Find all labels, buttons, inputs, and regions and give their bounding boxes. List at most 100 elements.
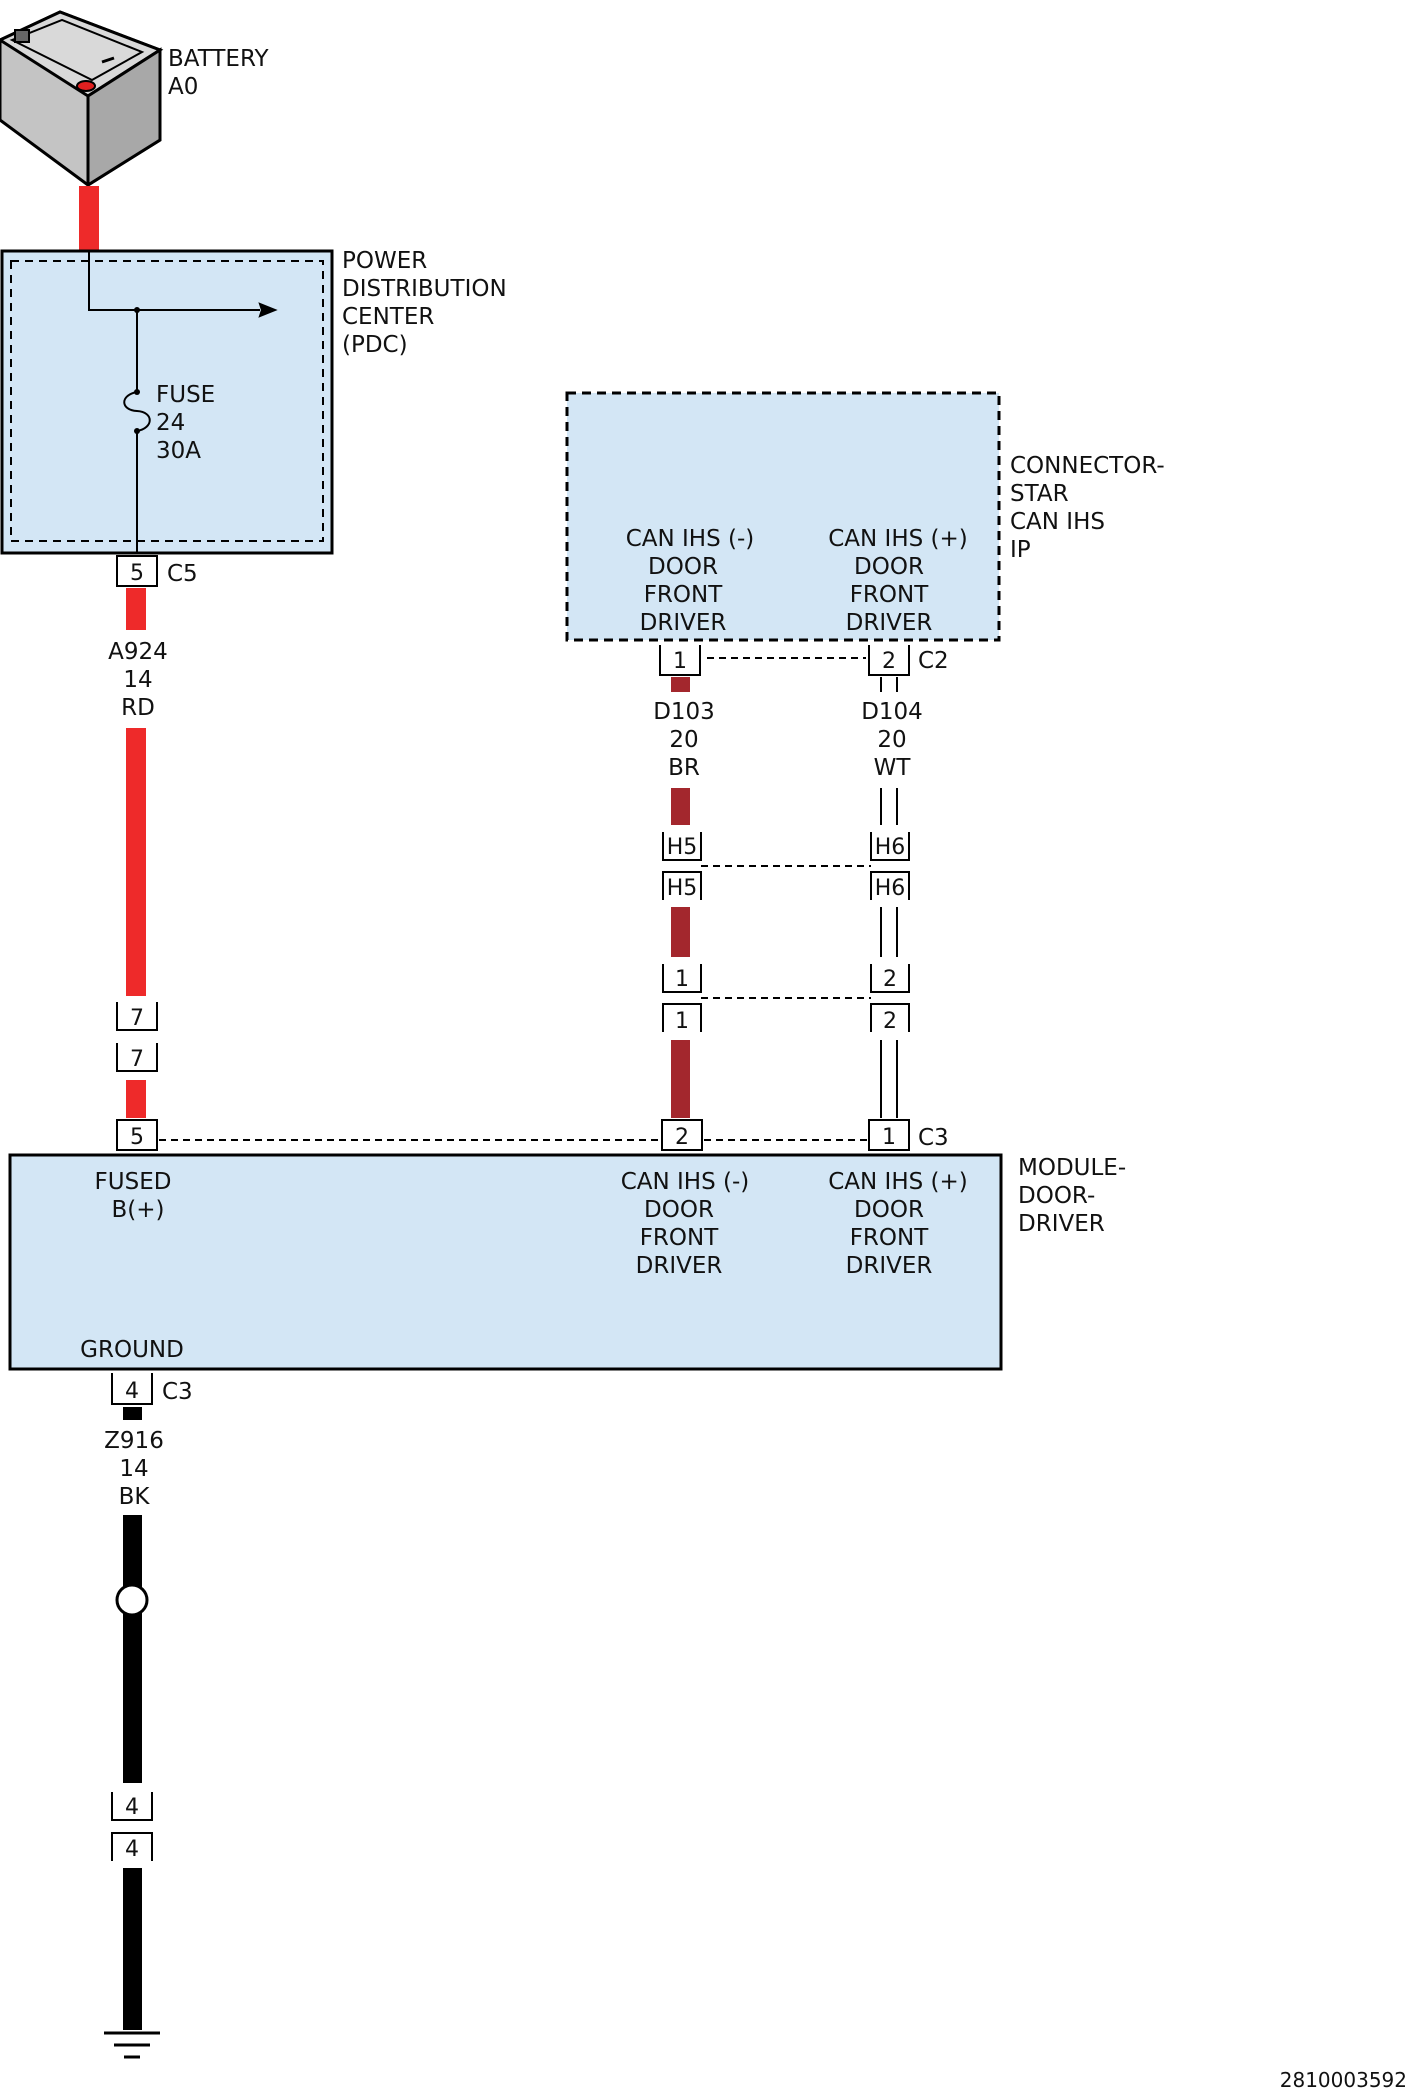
module-fused-1: FUSED [95, 1169, 172, 1195]
wire-d103-color: BR [668, 755, 700, 781]
module-pin-neg-box [661, 1119, 703, 1151]
pdc-title-2: DISTRIBUTION [342, 276, 507, 302]
wire-d104-gauge: 20 [877, 727, 906, 753]
wire-z916-gauge: 14 [119, 1456, 148, 1482]
star-neg-1: CAN IHS (-) [626, 526, 755, 552]
module-neg-4: DRIVER [636, 1253, 723, 1279]
star-pos-2: DOOR [854, 554, 924, 580]
module-pin-ground: 4 [125, 1379, 139, 1404]
inline-1-male [662, 1003, 702, 1032]
wire-a924-bottom [126, 1080, 146, 1118]
fuse-rating: 30A [156, 438, 201, 464]
module-pin-neg: 2 [675, 1125, 689, 1150]
battery-icon [0, 10, 164, 188]
inline-2-male [870, 1003, 910, 1032]
battery-id: A0 [168, 74, 198, 100]
pdc-box [0, 249, 334, 555]
fuse-icon [123, 307, 151, 434]
module-pin-pos: 1 [882, 1125, 896, 1150]
star-pin-2: 2 [882, 649, 896, 674]
inline-1-bottom: 1 [675, 1009, 689, 1034]
star-title-3: CAN IHS [1010, 509, 1105, 535]
wire-z916-bottom [123, 1868, 142, 2030]
star-pin-1: 1 [673, 649, 687, 674]
module-title-3: DRIVER [1018, 1211, 1105, 1237]
pdc-title-1: POWER [342, 248, 427, 274]
inline-7-female [116, 1002, 158, 1031]
ground-icon [104, 2031, 160, 2059]
inline-h5-male [662, 871, 702, 900]
inline-2-female [870, 964, 910, 993]
wire-d104-seg3 [880, 1040, 898, 1118]
inline-7-male [116, 1043, 158, 1072]
module-pos-3: FRONT [850, 1225, 930, 1251]
wire-a924-circuit: A924 [108, 639, 168, 665]
battery-feed-wire [79, 186, 99, 252]
module-title-2: DOOR- [1018, 1183, 1095, 1209]
module-ground: GROUND [80, 1337, 184, 1363]
pdc-title-4: (PDC) [342, 332, 408, 358]
wire-d104-seg1 [880, 788, 898, 825]
pdc-connector: C5 [167, 561, 198, 587]
inline-1-female [662, 964, 702, 993]
star-title-1: CONNECTOR- [1010, 453, 1165, 479]
wire-z916-main [123, 1515, 142, 1783]
wire-a924-main [126, 728, 146, 996]
wire-d103-seg2 [671, 907, 690, 957]
module-pos-1: CAN IHS (+) [828, 1169, 968, 1195]
pdc-internal-bus [88, 252, 278, 553]
module-connector-ground: C3 [162, 1379, 193, 1405]
wire-d103-gauge: 20 [669, 727, 698, 753]
pdc-title-3: CENTER [342, 304, 434, 330]
splice-icon [115, 1583, 149, 1617]
star-pos-4: DRIVER [846, 610, 933, 636]
module-neg-3: FRONT [640, 1225, 720, 1251]
module-pos-2: DOOR [854, 1197, 924, 1223]
star-pin-2-box [868, 645, 910, 676]
star-title-4: IP [1010, 537, 1031, 563]
wire-d103-top [671, 677, 690, 692]
wire-d104-top [880, 677, 898, 692]
wire-d103-seg3 [671, 1040, 690, 1118]
connector-star-box [565, 391, 1001, 642]
wire-d103-seg1 [671, 788, 690, 825]
inline-2-bottom: 2 [883, 1009, 897, 1034]
module-pin-pos-box [868, 1119, 910, 1151]
module-pin-fused-box [116, 1119, 158, 1151]
module-box [8, 1153, 1003, 1371]
module-pos-4: DRIVER [846, 1253, 933, 1279]
star-neg-3: FRONT [644, 582, 724, 608]
star-neg-4: DRIVER [640, 610, 727, 636]
inline-4-top: 4 [125, 1795, 139, 1820]
fuse-label: FUSE [156, 382, 215, 408]
wire-d104-circuit: D104 [861, 699, 923, 725]
inline-2-top: 2 [883, 967, 897, 992]
inline-h6-male [870, 871, 910, 900]
fuse-number: 24 [156, 410, 185, 436]
inline-4-bottom: 4 [125, 1837, 139, 1862]
star-pos-1: CAN IHS (+) [828, 526, 968, 552]
star-title-2: STAR [1010, 481, 1069, 507]
inline-h5-top: H5 [667, 835, 698, 860]
wire-z916-top [123, 1407, 142, 1420]
pdc-pin-box [116, 555, 158, 587]
inline-h6-top: H6 [875, 835, 906, 860]
inline-7-top: 7 [130, 1006, 144, 1031]
wire-z916-circuit: Z916 [104, 1428, 164, 1454]
module-pin-fused: 5 [130, 1125, 144, 1150]
module-connector-top: C3 [918, 1125, 949, 1151]
inline-h5-bottom: H5 [667, 876, 698, 901]
star-pos-3: FRONT [850, 582, 930, 608]
wire-a924-top [126, 588, 146, 630]
pdc-pin: 5 [130, 561, 144, 586]
inline-h6-bottom: H6 [875, 876, 906, 901]
star-pin-1-box [659, 645, 701, 676]
inline-1-top: 1 [675, 967, 689, 992]
module-neg-1: CAN IHS (-) [621, 1169, 750, 1195]
inline-h6-female [870, 832, 910, 861]
wire-a924-color: RD [121, 695, 155, 721]
inline-4-male [111, 1832, 153, 1861]
wire-z916-color: BK [119, 1484, 151, 1510]
module-pin-ground-box [111, 1373, 153, 1405]
